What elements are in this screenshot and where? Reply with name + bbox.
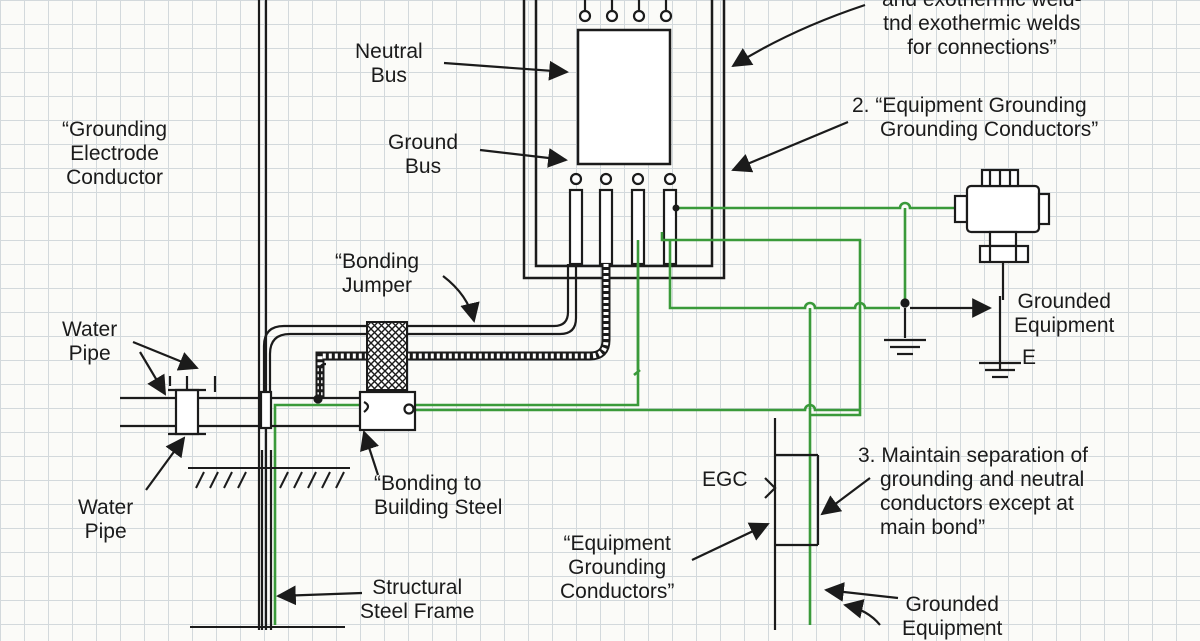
arrow-egc-conductors — [691, 522, 770, 561]
egc-disconnect — [764, 418, 820, 630]
arrow-grounded-equipment-bottom-b — [843, 599, 881, 626]
service-panel — [522, 0, 726, 280]
egc-label: EGC — [702, 468, 748, 491]
arrow-neutral-bus — [443, 60, 569, 81]
braided-bonding-jumper — [315, 264, 611, 398]
ground-bus-label: Ground Bus — [388, 131, 459, 178]
equipment-grounding-note-label: 2. “Equipment Grounding Grounding Conduc… — [852, 94, 1099, 141]
top-terminals — [578, 0, 673, 23]
bus-terminal-lugs — [568, 172, 678, 266]
earth-ground-line — [188, 467, 350, 628]
arrow-grounded-equipment-bottom — [824, 582, 899, 602]
arrow-bonding-jumper — [442, 275, 480, 323]
arrow-equipment-grounding-note — [731, 120, 849, 173]
bonding-block — [366, 321, 408, 391]
arrow-ground-bus — [479, 148, 568, 168]
arrow-bonding-building-steel — [360, 430, 380, 476]
bonding-conductors-black — [262, 264, 578, 395]
bonding-jumper-label: “Bonding Jumper — [335, 250, 420, 297]
top-callout-label: and exothermic weld- tnd exothermic weld… — [882, 0, 1082, 59]
junction-dot — [672, 204, 680, 212]
structural-steel-frame-label: Structural Steel Frame — [360, 576, 475, 623]
equipment-grounding-conductors-green — [273, 201, 955, 625]
separation-note-label: 3. Maintain separation of grounding and … — [858, 444, 1088, 539]
arrow-water-pipe-a — [132, 340, 199, 371]
structural-steel-frame — [257, 0, 273, 630]
arrow-separation — [820, 477, 871, 516]
water-pipe-upper-label: Water Pipe — [62, 318, 118, 365]
callout-arrows — [132, 3, 899, 626]
ground-symbol-e — [979, 361, 1021, 379]
ground-symbol-left — [884, 298, 926, 356]
ground-symbol-e-label: E — [1022, 346, 1037, 369]
arrow-top-callout — [731, 3, 866, 68]
pipe-clamp — [313, 362, 417, 432]
grounding-electrode-conductor-label: “Grounding Electrode Conductor — [62, 118, 168, 189]
bonding-to-building-steel-label: “Bonding to Building Steel — [374, 472, 503, 519]
equipment-grounding-conductors-label: “Equipment Grounding Conductors” — [560, 532, 675, 603]
arrow-water-pipe-lower — [145, 436, 186, 491]
motor-equipment — [953, 168, 1051, 370]
arrow-water-pipe-b — [139, 351, 167, 396]
water-pipe-lower-label: Water Pipe — [78, 496, 134, 543]
grounded-equipment-bottom-label: Grounded Equipment — [902, 593, 1003, 640]
grounded-equipment-right-label: Grounded Equipment — [1014, 290, 1115, 337]
neutral-ground-bus-block — [576, 28, 672, 166]
neutral-bus-label: Neutral Bus — [355, 40, 423, 87]
arrow-structural-steel — [276, 585, 363, 606]
